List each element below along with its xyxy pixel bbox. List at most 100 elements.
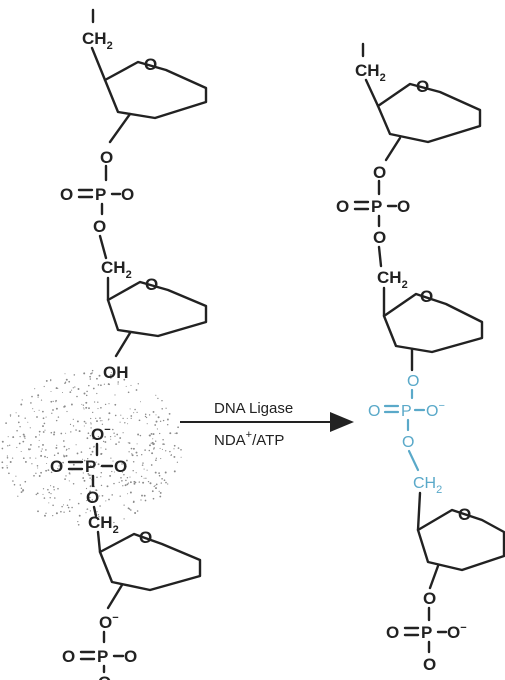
right-oxygen-b: O [336, 197, 349, 216]
stipple-dot [83, 392, 86, 395]
stipple-dot [103, 383, 105, 385]
stipple-dot [37, 467, 39, 469]
stipple-dot [76, 395, 78, 398]
stipple-dot [95, 461, 97, 463]
right-sugar-2: CH2 O [377, 268, 484, 372]
stipple-dot [6, 465, 8, 467]
stipple-dot [128, 451, 130, 453]
stipple-dot [90, 474, 92, 476]
stipple-dot [145, 416, 148, 419]
stipple-dot [35, 493, 38, 496]
new-oxygen-c: O [402, 434, 414, 451]
stipple-dot [52, 466, 54, 469]
stipple-dot [22, 490, 24, 492]
stipple-dot [114, 435, 116, 437]
stipple-dot [155, 487, 157, 490]
stipple-dot [117, 383, 119, 385]
stipple-dot [105, 500, 107, 502]
stipple-dot [127, 391, 130, 394]
stipple-dot [154, 471, 157, 474]
stipple-dot [89, 490, 92, 493]
stipple-dot [155, 420, 158, 423]
stipple-dot [91, 369, 94, 372]
stipple-dot [135, 472, 137, 474]
stipple-dot [55, 446, 58, 449]
stipple-dot [44, 429, 46, 431]
stipple-dot [110, 371, 112, 374]
stipple-dot [78, 430, 81, 433]
stipple-dot [151, 490, 154, 493]
stipple-dot [43, 422, 46, 425]
stipple-dot [50, 492, 52, 495]
stipple-dot [100, 476, 102, 478]
stipple-dot [145, 477, 147, 479]
stipple-dot [129, 476, 131, 478]
stipple-dot [22, 440, 25, 443]
stipple-dot [49, 497, 51, 499]
stipple-dot [9, 461, 12, 463]
stipple-dot [90, 372, 92, 375]
stipple-dot [83, 459, 86, 462]
stipple-dot [159, 420, 162, 423]
stipple-dot [96, 420, 98, 423]
stipple-dot [1, 461, 4, 464]
stipple-dot [126, 417, 128, 419]
new-oxygen-b: O [368, 403, 380, 420]
stipple-dot [72, 463, 75, 466]
stipple-dot [51, 412, 53, 414]
stipple-dot [128, 442, 131, 444]
stipple-dot [141, 494, 143, 497]
stipple-dot [50, 400, 53, 403]
stipple-dot [118, 441, 120, 443]
stipple-dot [36, 416, 38, 418]
stipple-dot [48, 502, 50, 504]
stipple-dot [19, 436, 21, 438]
stipple-dot [100, 471, 103, 474]
stipple-dot [64, 373, 66, 375]
stipple-dot [77, 523, 80, 526]
stipple-dot [34, 388, 36, 390]
stipple-dot [155, 483, 158, 486]
right-oxygen-f: O [386, 623, 399, 642]
stipple-dot [68, 448, 70, 450]
right-phosphorus-1: P [371, 197, 382, 216]
stipple-dot [99, 420, 101, 422]
stipple-dot [19, 484, 22, 486]
stipple-dot [101, 494, 104, 497]
stipple-dot [155, 414, 157, 416]
stipple-dot [94, 501, 95, 503]
stipple-dot [73, 374, 76, 376]
stipple-dot [95, 417, 97, 419]
stipple-dot [161, 408, 163, 410]
stipple-dot [21, 399, 23, 401]
stipple-dot [104, 436, 106, 438]
stipple-dot [115, 443, 118, 446]
stipple-dot [139, 434, 142, 437]
stipple-dot [65, 449, 67, 451]
stipple-dot [45, 379, 48, 382]
stipple-dot [67, 506, 70, 509]
stipple-dot [169, 450, 171, 453]
stipple-dot [29, 427, 31, 429]
stipple-dot [31, 463, 33, 465]
stipple-dot [20, 450, 22, 453]
stipple-dot [30, 444, 32, 446]
stipple-dot [47, 488, 49, 491]
stipple-dot [33, 410, 35, 413]
stipple-dot [37, 394, 40, 397]
stipple-dot [17, 421, 20, 424]
stipple-dot [29, 448, 32, 450]
stipple-dot [129, 408, 131, 410]
stipple-dot [89, 447, 91, 450]
stipple-dot [153, 448, 155, 450]
stipple-dot [108, 403, 110, 405]
stipple-dot [130, 384, 132, 386]
stipple-dot [173, 455, 176, 458]
stipple-dot [135, 389, 138, 391]
stipple-dot [109, 474, 112, 477]
stipple-dot [68, 480, 70, 482]
stipple-dot [66, 504, 69, 507]
stipple-dot [24, 480, 27, 483]
stipple-dot [45, 469, 48, 472]
stipple-dot [166, 418, 169, 421]
